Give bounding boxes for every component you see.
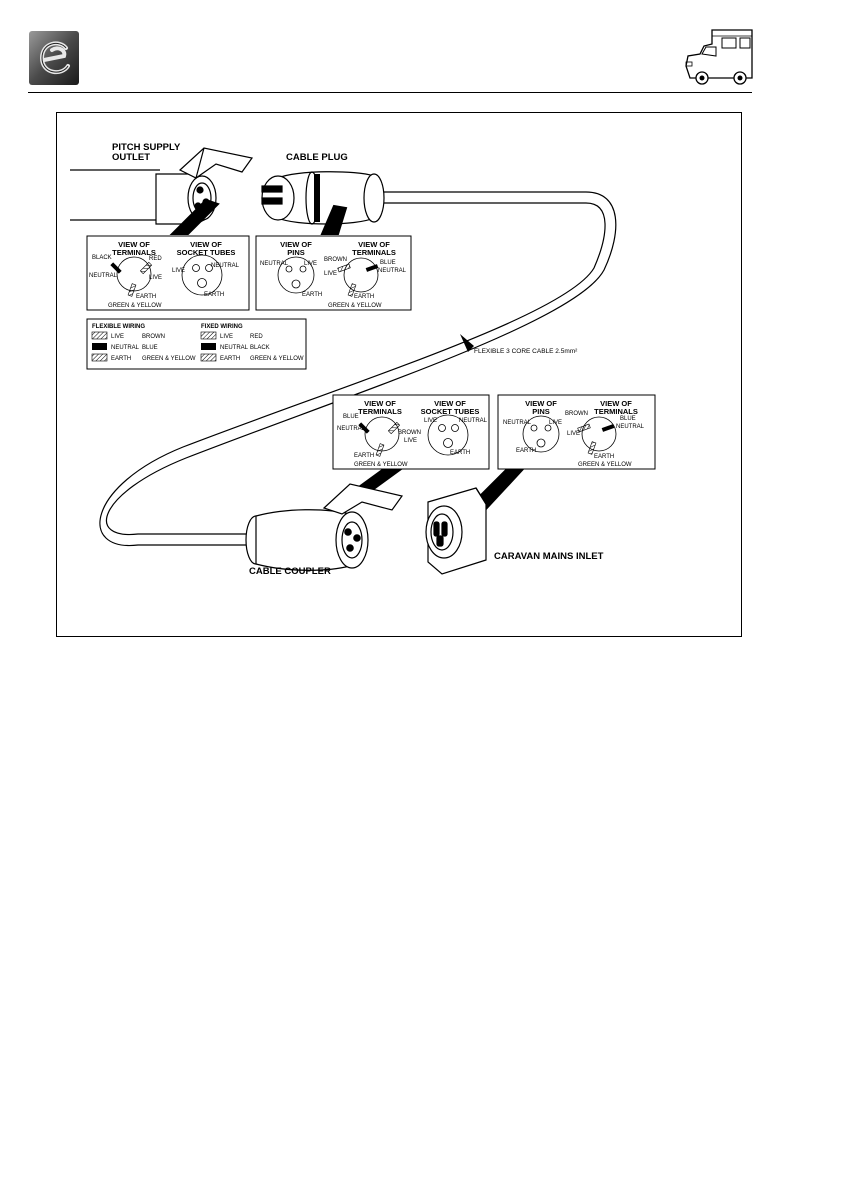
panel2-live: LIVE — [304, 261, 317, 267]
legend-flex-colour-0: BROWN — [142, 334, 165, 340]
panel1-left-title-1: VIEW OF — [118, 240, 150, 249]
panel3-s-live: LIVE — [424, 418, 437, 424]
panel3-blue: BLUE — [343, 414, 359, 420]
pitch-supply-outlet-label-2: OUTLET — [112, 152, 150, 163]
panel4-gy: GREEN & YELLOW — [578, 462, 632, 468]
panel-pitch-outlet-terminals: VIEW OF TERMINALS VIEW OF SOCKET TUBES B… — [86, 235, 250, 311]
panel4-brown: BROWN — [565, 411, 588, 417]
panel1-right-title-1: VIEW OF — [190, 240, 222, 249]
caravan-mains-inlet — [425, 487, 487, 575]
flexible-cable — [99, 191, 617, 547]
panel4-left-title-2: PINS — [532, 407, 550, 416]
panel1-neutral: NEUTRAL — [89, 273, 118, 279]
diagram-frame — [56, 112, 742, 637]
panel3-earth: EARTH — [354, 453, 374, 459]
legend-flex-colour-2: GREEN & YELLOW — [142, 356, 196, 362]
pitch-supply-outlet-label-1: PITCH SUPPLY — [112, 142, 181, 153]
panel1-left-title-2: TERMINALS — [112, 248, 156, 257]
legend-flex-name-1: NEUTRAL — [111, 345, 140, 351]
panel2-blue: BLUE — [380, 260, 396, 266]
panel4-neutral: NEUTRAL — [503, 420, 532, 426]
panel3-s-earth: EARTH — [450, 450, 470, 456]
panel4-right-title-1: VIEW OF — [600, 399, 632, 408]
panel2-brown: BROWN — [324, 257, 347, 263]
legend-flex-name-0: LIVE — [111, 334, 124, 340]
panel2-gy: GREEN & YELLOW — [328, 303, 382, 309]
panel-cable-coupler-terminals: VIEW OF TERMINALS VIEW OF SOCKET TUBES B… — [332, 394, 490, 470]
panel1-right-title-2: SOCKET TUBES — [177, 248, 236, 257]
panel3-right-title-2: SOCKET TUBES — [421, 407, 480, 416]
cable-gaps — [94, 316, 458, 483]
panel3-right-title-1: VIEW OF — [434, 399, 466, 408]
legend-fixed-name-2: EARTH — [220, 356, 240, 362]
panel1-black: BLACK — [92, 255, 112, 261]
panel2-left-title-1: VIEW OF — [280, 240, 312, 249]
legend-fixed-colour-0: RED — [250, 334, 263, 340]
panel1-gy: GREEN & YELLOW — [108, 303, 162, 309]
panel4-blue: BLUE — [620, 416, 636, 422]
panel2-earth: EARTH — [302, 292, 322, 298]
legend-fixed-title: FIXED WIRING — [201, 324, 243, 330]
panel3-s-neutral: NEUTRAL — [459, 418, 488, 424]
panel1-s-live: LIVE — [172, 268, 185, 274]
cable-label: FLEXIBLE 3 CORE CABLE 2.5mm² — [474, 348, 578, 355]
cable-plug-label: CABLE PLUG — [286, 152, 348, 163]
wiring-legend: FLEXIBLE WIRING FIXED WIRING LIVE BROWN … — [86, 318, 307, 370]
panel-mains-inlet-pins: VIEW OF PINS VIEW OF TERMINALS NEUTRAL L… — [497, 394, 656, 470]
cable-coupler — [245, 483, 404, 571]
panel3-left-title-2: TERMINALS — [358, 407, 402, 416]
brand-logo-icon — [28, 30, 80, 86]
legend-flexible-title: FLEXIBLE WIRING — [92, 324, 145, 330]
panel4-left-title-1: VIEW OF — [525, 399, 557, 408]
legend-fixed-name-1: NEUTRAL — [220, 345, 249, 351]
cable-arrow-icon — [460, 334, 474, 352]
panel1-earth: EARTH — [136, 294, 156, 300]
panel2-right-title-1: VIEW OF — [358, 240, 390, 249]
panel4-t-live: LIVE — [567, 431, 580, 437]
panel2-right-title-2: TERMINALS — [352, 248, 396, 257]
panel2-t-live: LIVE — [324, 271, 337, 277]
legend-flex-name-2: EARTH — [111, 356, 131, 362]
panel1-live: LIVE — [149, 275, 162, 281]
panel2-t-neutral: NEUTRAL — [378, 268, 407, 274]
panel4-earth: EARTH — [516, 448, 536, 454]
panel1-red: RED — [149, 256, 162, 262]
panel3-gy: GREEN & YELLOW — [354, 462, 408, 468]
panel1-s-neutral: NEUTRAL — [211, 263, 240, 269]
mains-hookup-diagram: PITCH SUPPLY OUTLET CABLE PLUG FLEXIBLE … — [70, 142, 656, 577]
legend-fixed-name-0: LIVE — [220, 334, 233, 340]
legend-flex-colour-1: BLUE — [142, 345, 158, 351]
caravan-mains-inlet-label: CARAVAN MAINS INLET — [494, 551, 604, 562]
panel2-left-title-2: PINS — [287, 248, 305, 257]
panel3-live: LIVE — [404, 438, 417, 444]
motorhome-icon — [682, 26, 754, 90]
panel2-neutral: NEUTRAL — [260, 261, 289, 267]
panel4-t-neutral: NEUTRAL — [616, 424, 645, 430]
header-rule — [28, 92, 752, 93]
panel1-s-earth: EARTH — [204, 292, 224, 298]
panel3-left-title-1: VIEW OF — [364, 399, 396, 408]
panel-cable-plug-pins: VIEW OF PINS VIEW OF TERMINALS NEUTRAL L… — [255, 235, 412, 311]
panel3-neutral: NEUTRAL — [337, 426, 366, 432]
panel4-right-title-2: TERMINALS — [594, 407, 638, 416]
legend-fixed-colour-1: BLACK — [250, 345, 270, 351]
pitch-supply-outlet — [70, 147, 254, 225]
panel2-t-earth: EARTH — [354, 294, 374, 300]
panel4-live: LIVE — [549, 420, 562, 426]
panel4-t-earth: EARTH — [594, 454, 614, 460]
legend-fixed-colour-2: GREEN & YELLOW — [250, 356, 304, 362]
cable-plug — [261, 171, 385, 225]
panel3-brown: BROWN — [398, 430, 421, 436]
cable-coupler-label: CABLE COUPLER — [249, 566, 331, 577]
